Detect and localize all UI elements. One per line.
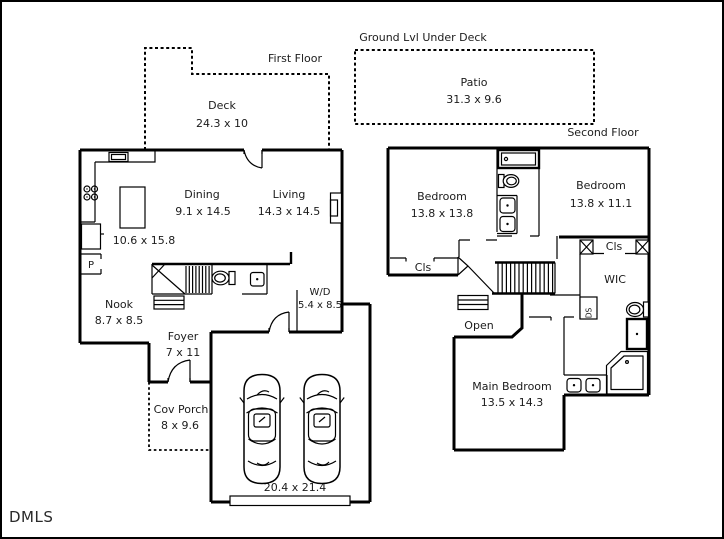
first-floor-caption: First Floor bbox=[268, 52, 322, 65]
wic-area: DS WIC bbox=[550, 254, 626, 320]
deck-label: Deck bbox=[208, 99, 236, 112]
bedroom-left-dims: 13.8 x 13.8 bbox=[411, 207, 474, 220]
patio-dims: 31.3 x 9.6 bbox=[446, 93, 502, 106]
kitchen-island bbox=[119, 186, 146, 229]
double-sink-icon bbox=[497, 194, 518, 235]
bathtub-icon bbox=[496, 148, 541, 170]
living-label: Living bbox=[273, 188, 306, 201]
second-floor-walls bbox=[386, 146, 651, 452]
double-vanity-icon bbox=[564, 374, 608, 395]
stove-icon bbox=[83, 185, 99, 201]
laundry-label: W/D bbox=[310, 287, 331, 298]
dining-label: Dining bbox=[184, 188, 220, 201]
closet-left: Cls bbox=[390, 257, 458, 274]
sink-icon bbox=[249, 271, 265, 287]
cov-porch-dims: 8 x 9.6 bbox=[161, 419, 199, 432]
cov-porch-label: Cov Porch bbox=[154, 403, 209, 416]
deck-outline: Deck 24.3 x 10 bbox=[144, 47, 330, 150]
laundry-dims: 5.4 x 8.5 bbox=[298, 300, 342, 311]
nook-dims: 8.7 x 8.5 bbox=[95, 314, 144, 327]
garage-door bbox=[229, 495, 351, 507]
patio-label: Patio bbox=[461, 76, 488, 89]
nook-label: Nook bbox=[105, 298, 134, 311]
front-door bbox=[167, 359, 191, 383]
main-bathroom bbox=[564, 301, 650, 395]
closet-right: Cls bbox=[579, 239, 650, 255]
middle-bathroom bbox=[496, 148, 558, 259]
deck-dims: 24.3 x 10 bbox=[196, 117, 248, 130]
duct-chase bbox=[579, 296, 598, 320]
patio-outline: Patio 31.3 x 9.6 bbox=[354, 49, 595, 125]
bedroom-left-wall bbox=[458, 239, 497, 257]
watermark: DMLS bbox=[9, 508, 53, 526]
foyer-label: Foyer bbox=[168, 330, 199, 343]
corner-tub-icon bbox=[605, 350, 649, 395]
wic-label: WIC bbox=[604, 273, 626, 286]
deck-door bbox=[243, 149, 263, 169]
powder-room bbox=[211, 264, 268, 295]
duct-label: DS bbox=[585, 307, 594, 318]
second-floor-stairs bbox=[457, 256, 556, 311]
shower-icon bbox=[625, 317, 649, 351]
main-bedroom-dims: 13.5 x 14.3 bbox=[481, 396, 544, 409]
foyer-dims: 7 x 11 bbox=[166, 346, 201, 359]
bedroom-left-label: Bedroom bbox=[417, 190, 467, 203]
second-floor-caption: Second Floor bbox=[567, 126, 639, 139]
toilet-icon bbox=[211, 270, 236, 286]
dining-dims: 9.1 x 14.5 bbox=[175, 205, 231, 218]
pantry-label: P bbox=[88, 260, 94, 271]
cov-porch-outline: Cov Porch 8 x 9.6 bbox=[148, 382, 210, 451]
kitchen-area: 10.6 x 15.8 P bbox=[80, 151, 176, 275]
main-bedroom-label: Main Bedroom bbox=[472, 380, 552, 393]
first-floor-stairs bbox=[151, 263, 213, 310]
bedroom-right-dims: 13.8 x 11.1 bbox=[570, 197, 633, 210]
ground-level-caption: Ground Lvl Under Deck bbox=[359, 31, 487, 44]
open-below-label: Open bbox=[464, 319, 493, 332]
window-icon bbox=[329, 192, 343, 224]
closet-left-label: Cls bbox=[415, 261, 432, 274]
toilet-icon bbox=[497, 173, 520, 189]
kitchen-dims: 10.6 x 15.8 bbox=[113, 234, 176, 247]
closet-right-label: Cls bbox=[606, 240, 623, 253]
kitchen-sink-icon bbox=[108, 151, 129, 163]
living-dims: 14.3 x 14.5 bbox=[258, 205, 321, 218]
toilet-icon bbox=[625, 301, 650, 318]
bedroom-right-label: Bedroom bbox=[576, 179, 626, 192]
car-icon bbox=[239, 373, 285, 485]
garage-entry-door bbox=[268, 311, 290, 333]
hall-walls bbox=[529, 316, 574, 375]
fridge-icon bbox=[80, 223, 102, 250]
car-icon bbox=[299, 373, 345, 485]
pantry: P bbox=[81, 253, 102, 275]
garage-dims: 20.4 x 21.4 bbox=[264, 481, 327, 494]
